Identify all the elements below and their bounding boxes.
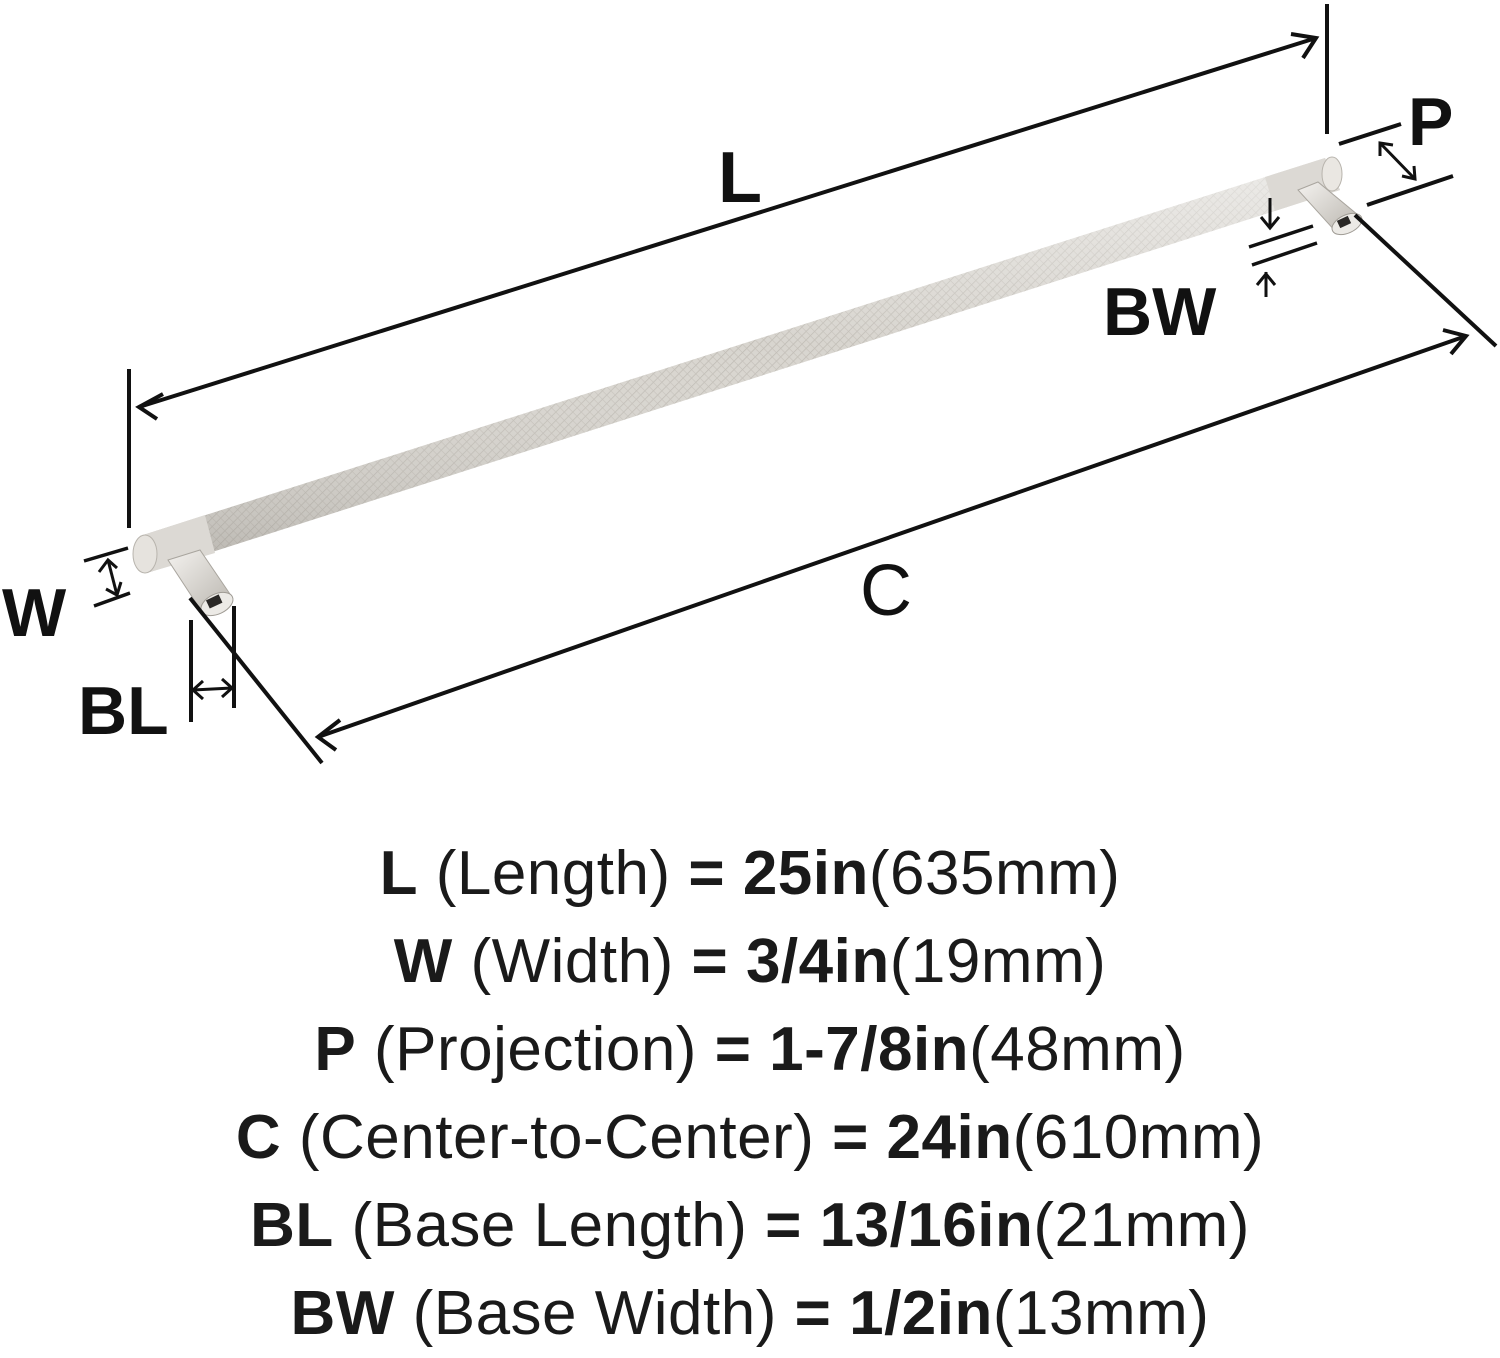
left-post	[167, 549, 234, 617]
spec-row-projection: P (Projection) = 1-7/8in(48mm)	[314, 1015, 1186, 1084]
pull-drawing	[83, 4, 1498, 765]
spec-row-base-width: BW (Base Width) = 1/2in(13mm)	[290, 1279, 1210, 1348]
specification-list: L (Length) = 25in(635mm) W (Width) = 3/4…	[0, 830, 1500, 1358]
spec-row-center-to-center: C (Center-to-Center) = 24in(610mm)	[235, 1103, 1265, 1172]
label-center-to-center: C	[860, 551, 912, 631]
dimension-diagram: L P BW W C BL	[2, 4, 1498, 765]
label-length: L	[718, 138, 762, 218]
dimension-lines	[83, 4, 1498, 765]
spec-row-length: L (Length) = 25in(635mm)	[379, 839, 1121, 908]
label-base-length: BL	[78, 673, 169, 749]
label-base-width: BW	[1103, 274, 1217, 350]
spec-row-base-length: BL (Base Length) = 13/16in(21mm)	[250, 1191, 1250, 1260]
spec-row-width: W (Width) = 3/4in(19mm)	[393, 927, 1107, 996]
right-post	[1297, 181, 1363, 236]
label-width: W	[2, 575, 67, 651]
label-projection: P	[1408, 84, 1454, 160]
